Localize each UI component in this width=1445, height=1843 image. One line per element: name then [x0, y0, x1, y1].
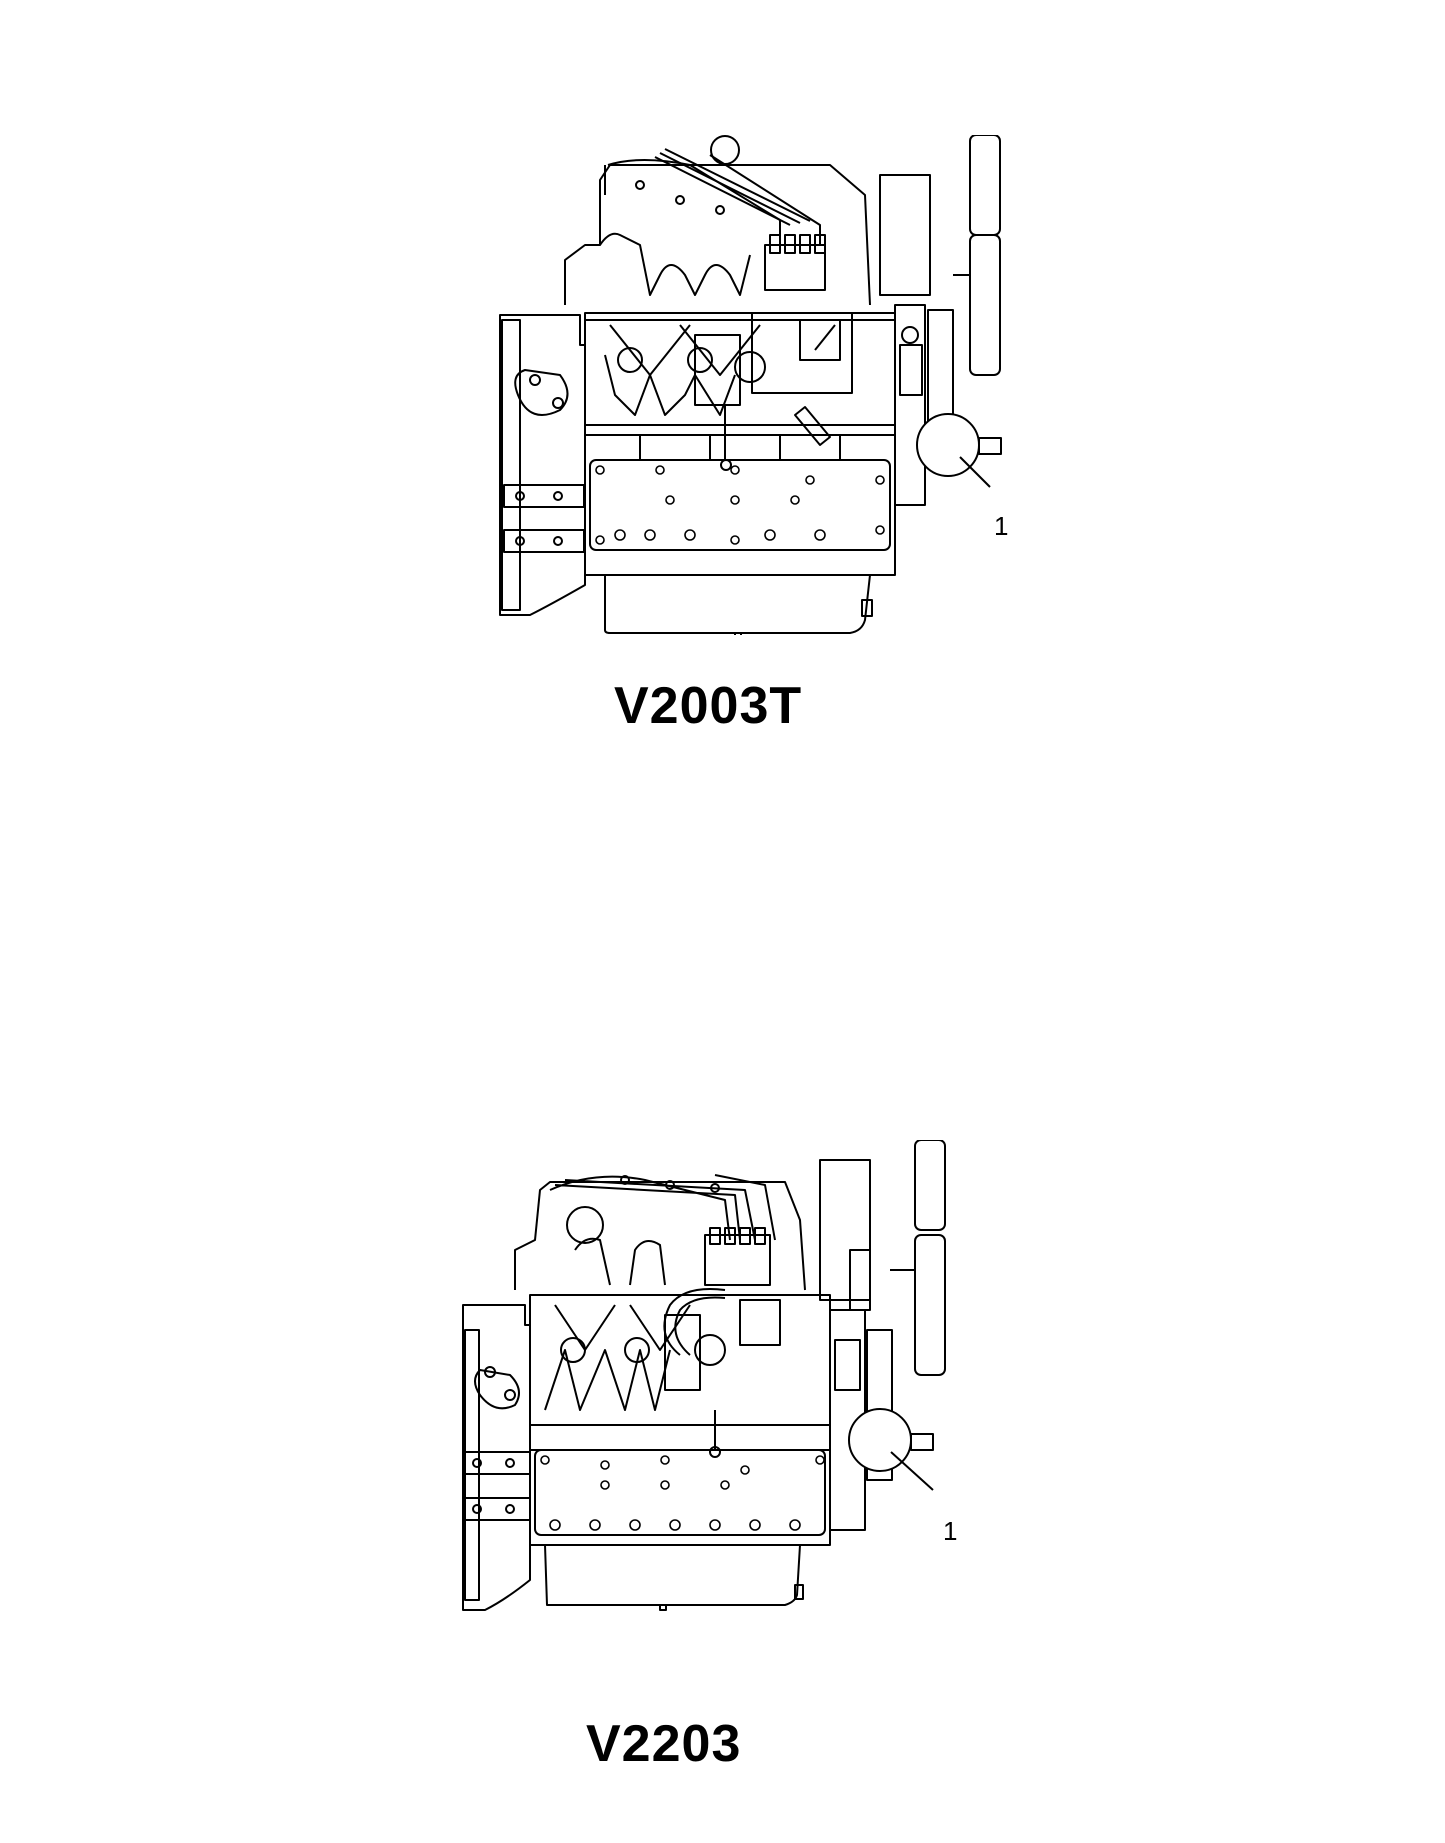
- model-label-v2203: V2203: [586, 1715, 742, 1773]
- model-label-v2003t: V2003T: [614, 677, 803, 735]
- engine-figure-v2203: 1: [455, 1140, 1015, 1620]
- engine-figure-v2003t: 1: [490, 135, 1050, 635]
- callout-number: 1: [994, 511, 1009, 541]
- callout-number: 1: [943, 1516, 958, 1546]
- engine-drawing: [499, 135, 1002, 635]
- engine-drawing: [462, 1140, 946, 1611]
